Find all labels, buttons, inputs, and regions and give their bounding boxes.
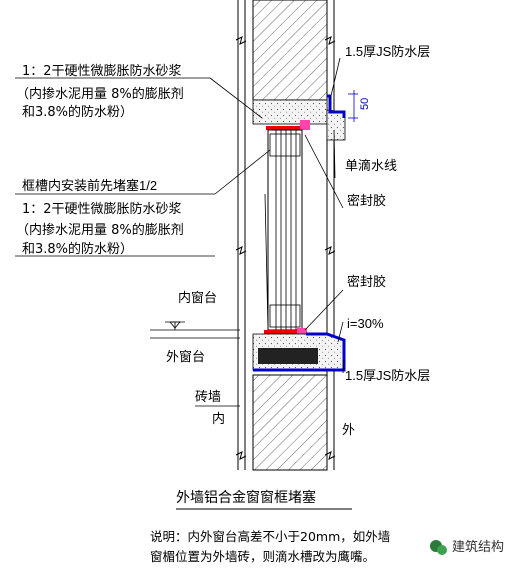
note-line-1: 说明：内外窗台高差不小于20mm，如外墙: [150, 529, 390, 544]
inner-sill-label: 内窗台: [178, 290, 217, 306]
bottom-membrane: [253, 332, 346, 372]
note-line-2: 窗楣位置为外墙砖，则滴水槽改为鹰嘴。: [150, 549, 375, 564]
sealant-lower-label: 密封胶: [347, 274, 386, 290]
top-sealant: [266, 126, 306, 130]
break-marks: [235, 36, 336, 460]
top-membrane: [327, 94, 346, 118]
dimension-50-text: 50: [359, 98, 371, 110]
membrane-top-label: 1.5厚JS防水层: [345, 44, 430, 59]
frame-fill-label: 框槽内安装前先堵塞1/2: [22, 178, 157, 193]
mortar-label-1-line1: 1：2干硬性微膨胀防水砂浆: [22, 63, 182, 79]
mortar-label-2-line1: 1：2干硬性微膨胀防水砂浆: [22, 201, 182, 217]
window-frame: [267, 129, 303, 331]
bottom-brick-block: [252, 374, 328, 471]
bottom-frame-corner: [297, 328, 307, 336]
mortar-label-2-line2: （内掺水泥用量 8%的膨胀剂: [16, 222, 184, 238]
top-mortar-layer: [252, 99, 328, 125]
slope-label: i=30%: [347, 316, 384, 331]
drip-plaster: [326, 109, 346, 141]
outer-sill-label: 外窗台: [166, 349, 205, 365]
drip-line-label: 单滴水线: [345, 158, 397, 174]
mortar-label-2-line3: 和3.8%的防水粉）: [22, 241, 133, 257]
watermark-text: 建筑结构: [452, 539, 504, 555]
sill-anchor-block: [258, 348, 318, 364]
mortar-label-1-line3: 和3.8%的防水粉）: [22, 104, 133, 120]
sealant-upper-label: 密封胶: [347, 193, 386, 209]
top-frame-corner: [300, 120, 310, 130]
mortar-label-1-line2: （内掺水泥用量 8%的膨胀剂: [16, 86, 184, 102]
inside-label: 内: [212, 411, 225, 427]
leader-lines: [15, 57, 345, 374]
bottom-sealant: [264, 330, 306, 334]
outside-label: 外: [342, 423, 355, 438]
dimension-50: 50: [348, 90, 371, 122]
top-brick-block: [252, 0, 328, 101]
membrane-bottom-label: 1.5厚JS防水层: [345, 368, 430, 383]
drawing-title: 外墙铝合金窗窗框堵塞: [176, 489, 316, 506]
watermark: 建筑结构: [430, 539, 504, 555]
brick-wall-label: 砖墙: [195, 390, 221, 405]
sill-level-markers: [150, 321, 240, 339]
